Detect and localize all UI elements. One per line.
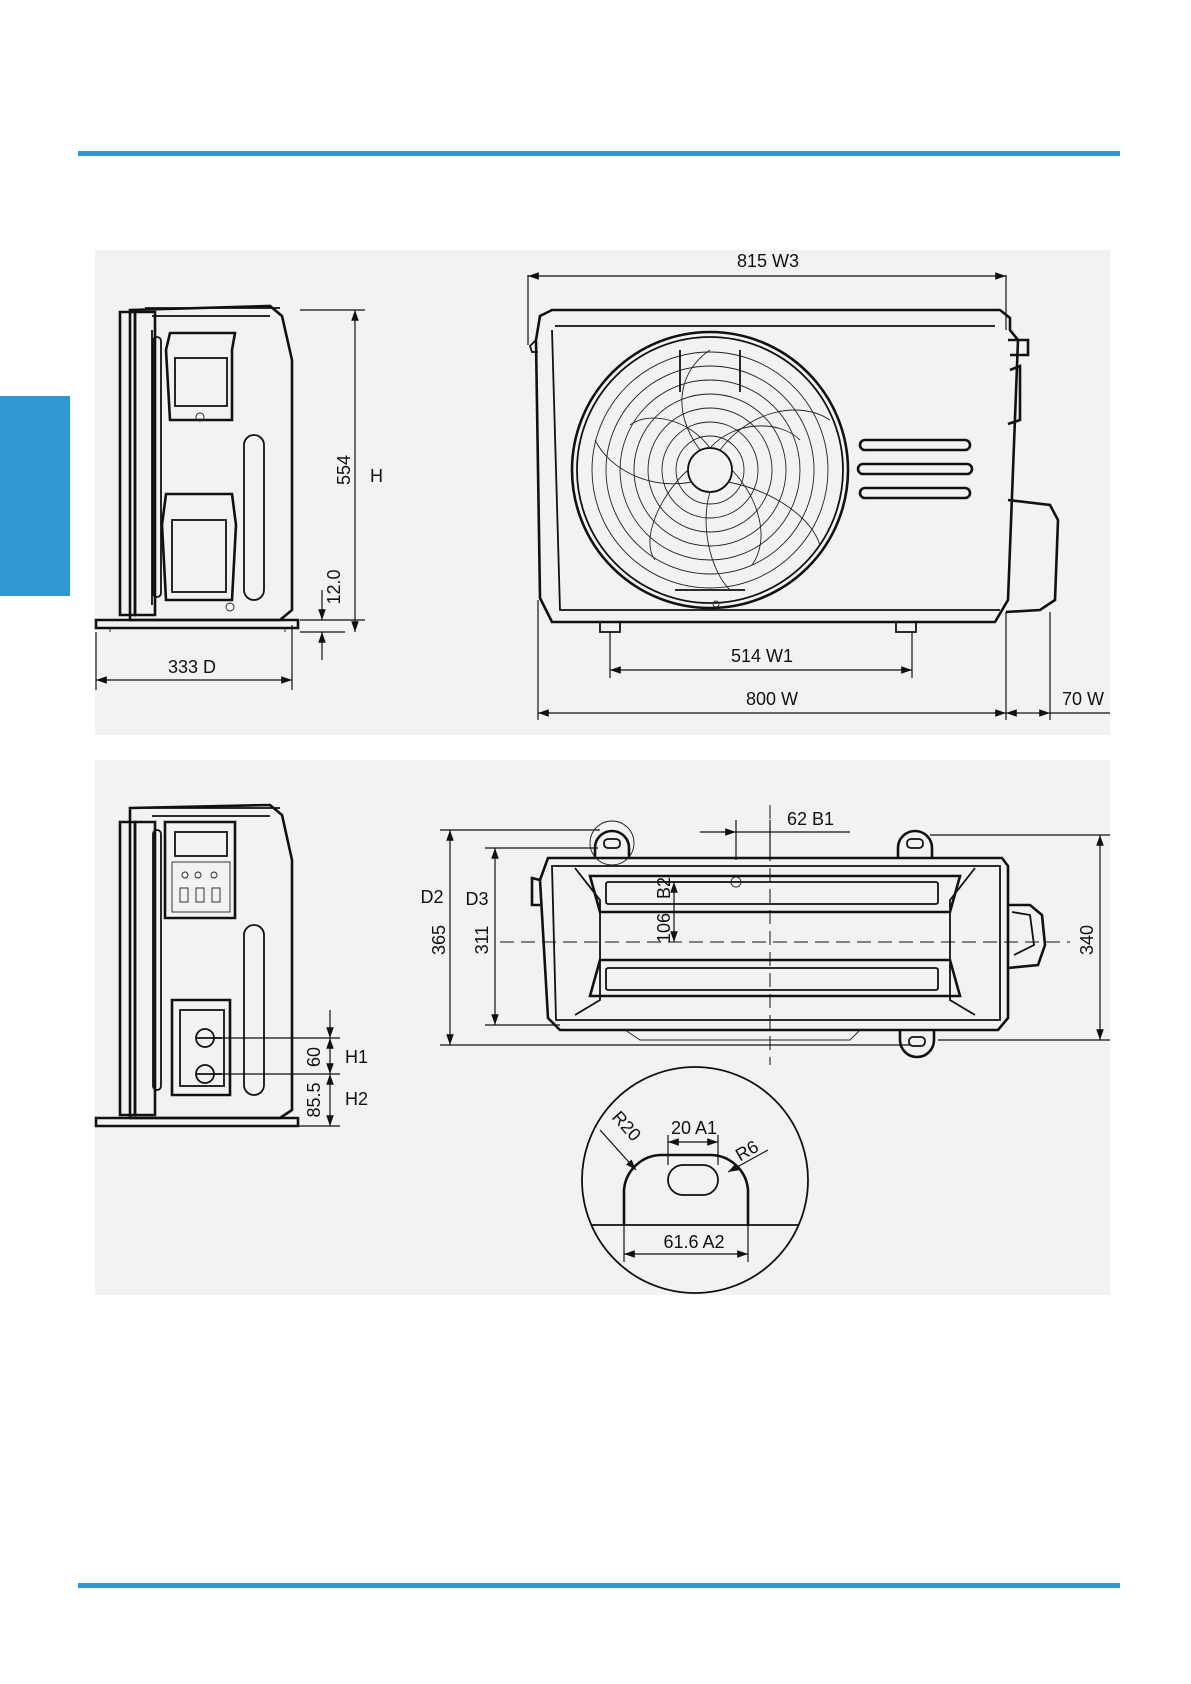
- b2-label: B2: [654, 877, 674, 899]
- d3-label: D3: [465, 889, 488, 909]
- w-label: 800 W: [746, 689, 798, 709]
- a1-label: 20 A1: [671, 1118, 717, 1138]
- height-label: H: [370, 466, 383, 486]
- b2-value: 106: [654, 913, 674, 943]
- depth-340-value: 340: [1077, 925, 1097, 955]
- a2-label: 61.6 A2: [663, 1232, 724, 1252]
- d3-value: 311: [472, 926, 492, 955]
- foot-height-value: 12.0: [324, 569, 344, 604]
- d2-label: D2: [420, 887, 443, 907]
- w2-label: 70 W: [1062, 689, 1104, 709]
- h1-label: H1: [345, 1047, 368, 1067]
- drawing-panel-top: [95, 250, 1110, 735]
- height-value: 554: [334, 455, 354, 485]
- d2-value: 365: [429, 925, 449, 955]
- h2-value: 85.5: [304, 1082, 324, 1117]
- h2-label: H2: [345, 1089, 368, 1109]
- w1-label: 514 W1: [731, 646, 793, 666]
- w2-crop-mask: [1110, 690, 1191, 720]
- w3-label: 815 W3: [737, 251, 799, 271]
- drawing-panel-bottom: [95, 760, 1110, 1295]
- b1-label: 62 B1: [787, 809, 834, 829]
- depth-d-label: 333 D: [168, 657, 216, 677]
- h1-value: 60: [304, 1047, 324, 1067]
